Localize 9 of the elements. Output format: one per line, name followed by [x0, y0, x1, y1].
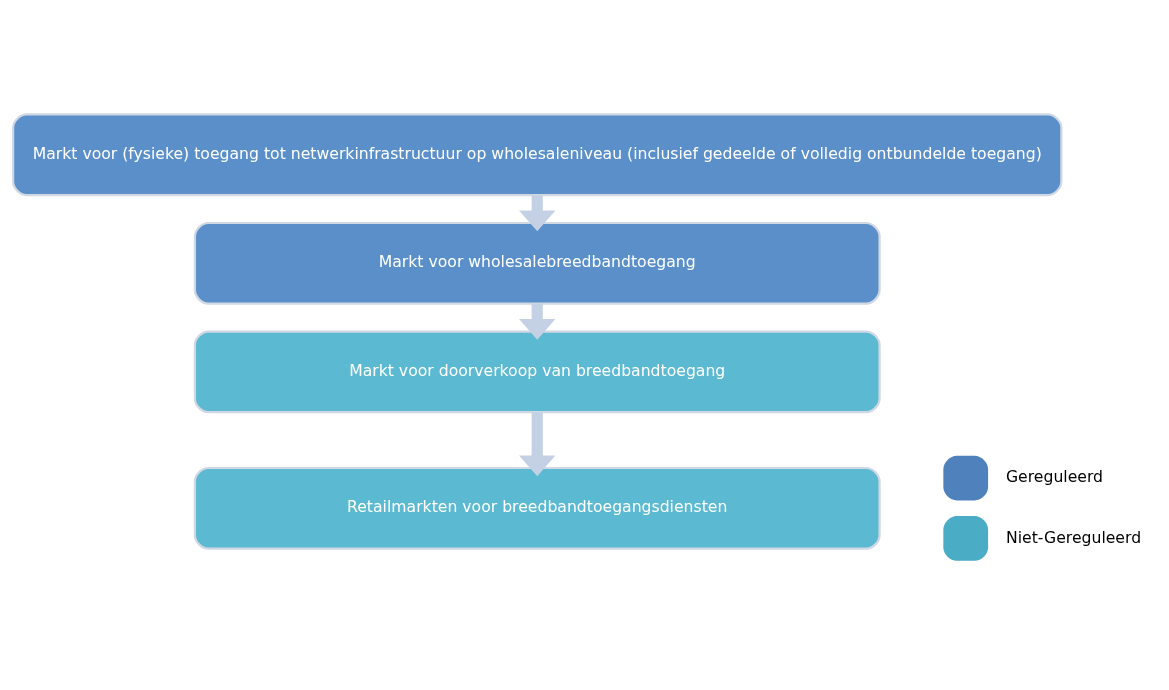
node-box: Markt voor (fysieke) toegang tot netwerkinfrastructuur op wholesaleniveau (inclusief gedeelde of volledig ontbundelde toegang) [11, 112, 1063, 196]
node-box: Markt voor doorverkoop van breedbandtoegang [193, 329, 881, 413]
arrow [519, 194, 556, 231]
legend-label: Gereguleerd [1005, 466, 1104, 486]
arrow [519, 303, 556, 340]
legend-label: Niet-Gereguleerd [1005, 527, 1142, 547]
arrow [519, 411, 556, 476]
node-box: Retailmarkten voor breedbandtoegangsdiensten [193, 466, 881, 550]
node-box: Markt voor wholesalebreedbandtoegang [193, 221, 881, 305]
